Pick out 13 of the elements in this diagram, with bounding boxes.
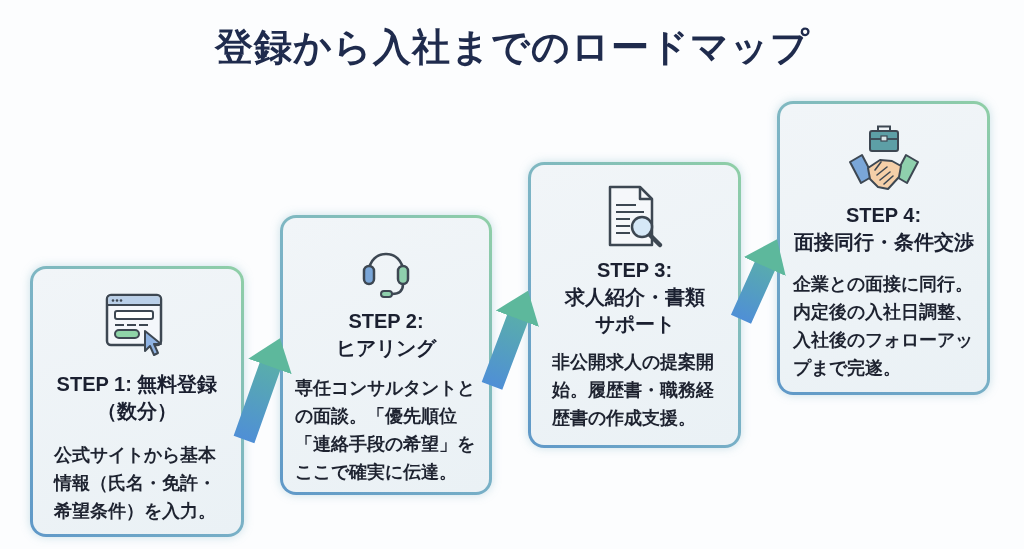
- step-heading: STEP 2: ヒアリング: [335, 309, 438, 361]
- step-card: [528, 162, 741, 448]
- step-heading: STEP 1: 無料登録（数分）: [55, 372, 219, 424]
- step-description: 企業との面接に同行。内定後の入社日調整、入社後のフォローアップまで完遂。: [792, 273, 974, 380]
- step-heading: STEP 4: 面接同行・条件交渉: [792, 203, 975, 255]
- diagram-title: 登録から入社までのロードマップ: [213, 25, 811, 70]
- step-card: [30, 266, 244, 537]
- step-description: 非公開求人の提案開始。履歴書・職務経歴書の作成支援。: [551, 351, 715, 430]
- step-card: [280, 215, 492, 495]
- step-description: 公式サイトから基本情報（氏名・免許・希望条件）を入力。: [54, 444, 217, 523]
- step-description: 専任コンサルタントとの面談。「優先順位「連絡手段の希望」をここで確実に伝達。: [295, 377, 476, 484]
- step-card: [777, 101, 990, 395]
- step-heading: STEP 3: 求人紹介・書類サポート: [563, 258, 706, 337]
